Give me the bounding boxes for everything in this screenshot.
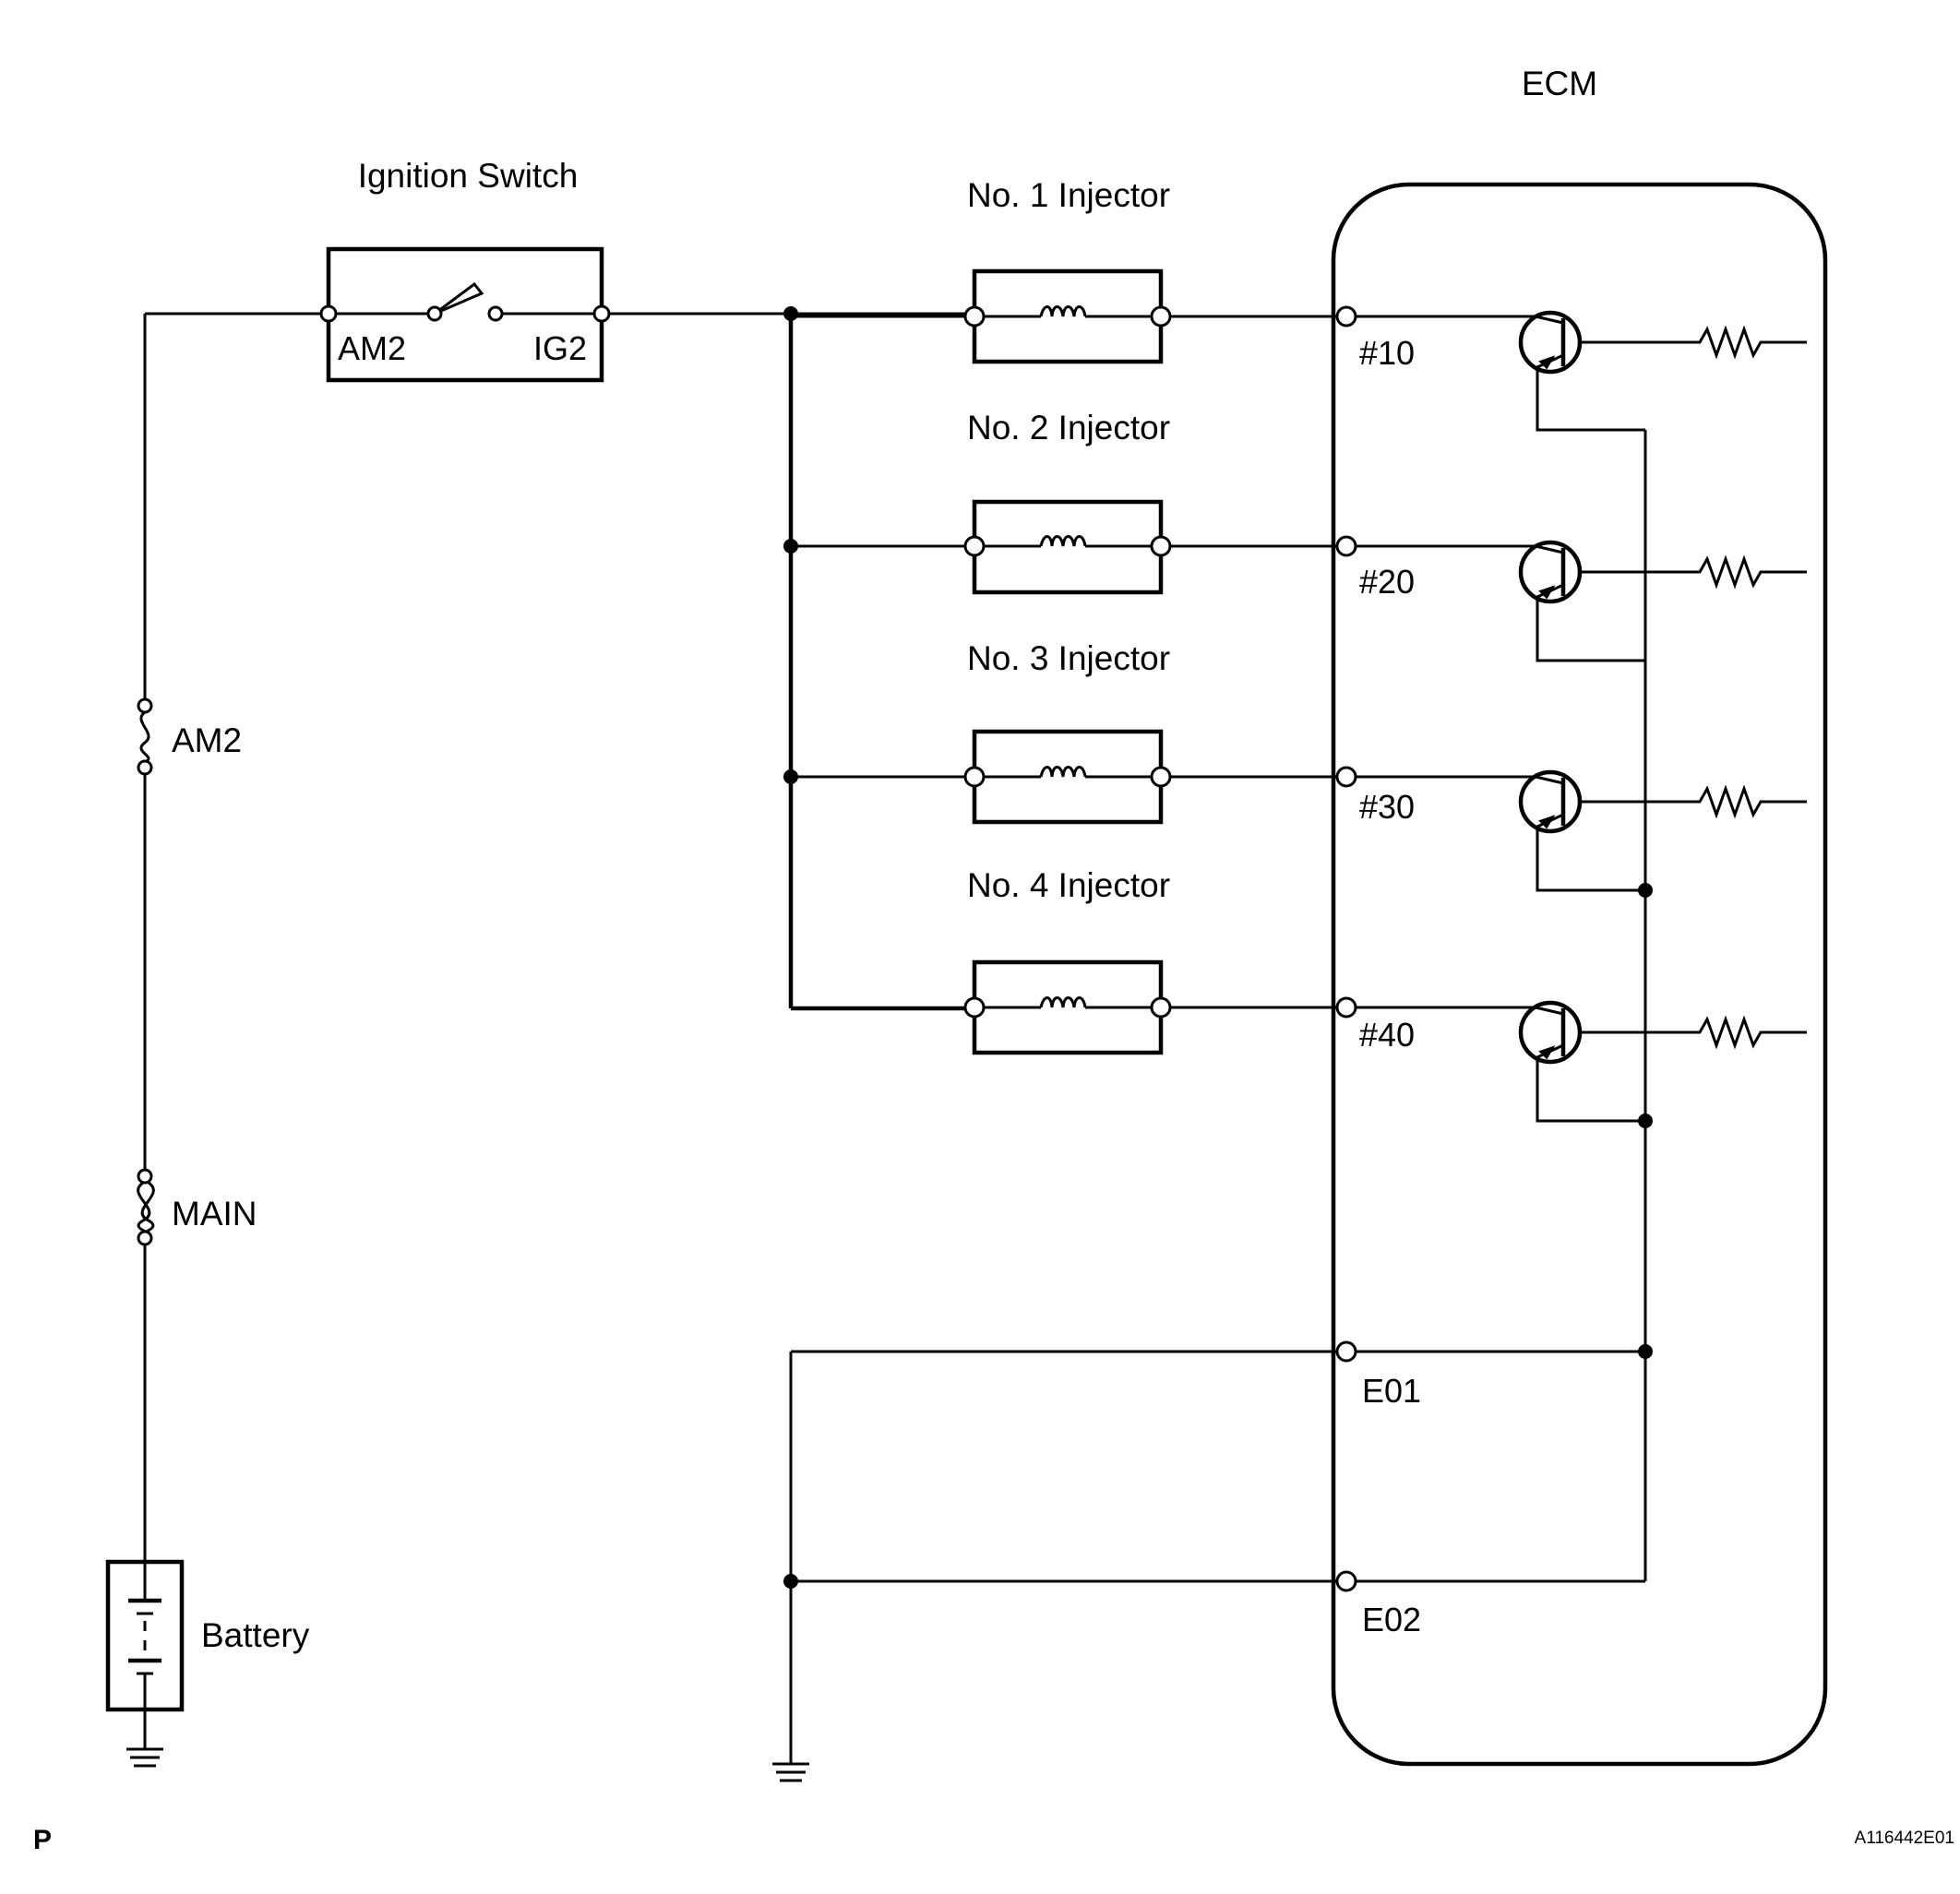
battery-ground-icon — [126, 1747, 163, 1768]
pin-e02-label: E02 — [1362, 1601, 1421, 1638]
injector-3-coil-icon — [1039, 766, 1087, 778]
injector-row-4: No. 4 Injector #40 — [963, 866, 1415, 1055]
driver-transistor-4 — [1356, 1000, 1807, 1123]
injector-row-1: No. 1 Injector #10 — [791, 176, 1415, 372]
am2-fuse — [137, 697, 153, 776]
switch-am2-terminal-label: AM2 — [338, 329, 406, 367]
pin-30-label: #30 — [1359, 788, 1415, 826]
driver-transistor-2 — [1356, 540, 1807, 662]
pin-40-label: #40 — [1359, 1016, 1415, 1054]
supply-wiring — [143, 312, 968, 1566]
driver-transistor-1 — [1356, 310, 1807, 432]
injector-4-coil-icon — [1039, 996, 1087, 1008]
battery-symbol — [105, 1559, 185, 1748]
injector-bus — [783, 306, 974, 1011]
injector-2-label: No. 2 Injector — [967, 409, 1170, 447]
body-ground-icon — [772, 1762, 809, 1782]
battery-label: Battery — [201, 1616, 310, 1654]
ground-wiring — [783, 1350, 1337, 1764]
resistor-1-icon — [1580, 325, 1807, 360]
injector-row-2: No. 2 Injector #20 — [791, 409, 1415, 601]
am2-fuse-label: AM2 — [172, 721, 242, 759]
injector-row-3: No. 3 Injector #30 — [791, 639, 1415, 826]
pin-20-label: #20 — [1359, 563, 1415, 601]
main-fuse-label: MAIN — [172, 1195, 257, 1233]
main-fuse — [137, 1168, 155, 1246]
driver-transistor-3 — [1356, 769, 1807, 892]
ignition-switch-label: Ignition Switch — [358, 157, 579, 195]
injector-1-label: No. 1 Injector — [967, 176, 1170, 214]
ecm-pin-terminals — [1335, 305, 1357, 1592]
ignition-switch — [319, 246, 611, 383]
resistor-2-icon — [1580, 554, 1807, 590]
ecm-outline — [1331, 182, 1828, 1767]
switch-ig2-terminal-label: IG2 — [533, 329, 587, 367]
injector-4-label: No. 4 Injector — [967, 866, 1170, 904]
injector-2-coil-icon — [1039, 535, 1087, 547]
resistor-4-icon — [1580, 1015, 1807, 1050]
ecm-label: ECM — [1522, 65, 1597, 102]
figure-id: A116442E01 — [1855, 1828, 1954, 1848]
resistor-3-icon — [1580, 784, 1807, 819]
injector-1-coil-icon — [1039, 305, 1087, 317]
injector-3-label: No. 3 Injector — [967, 639, 1170, 677]
corner-code: P — [33, 1825, 52, 1855]
pin-10-label: #10 — [1359, 334, 1415, 372]
pin-e01-label: E01 — [1362, 1372, 1421, 1410]
ecm-emitter-common — [1356, 430, 1653, 1583]
